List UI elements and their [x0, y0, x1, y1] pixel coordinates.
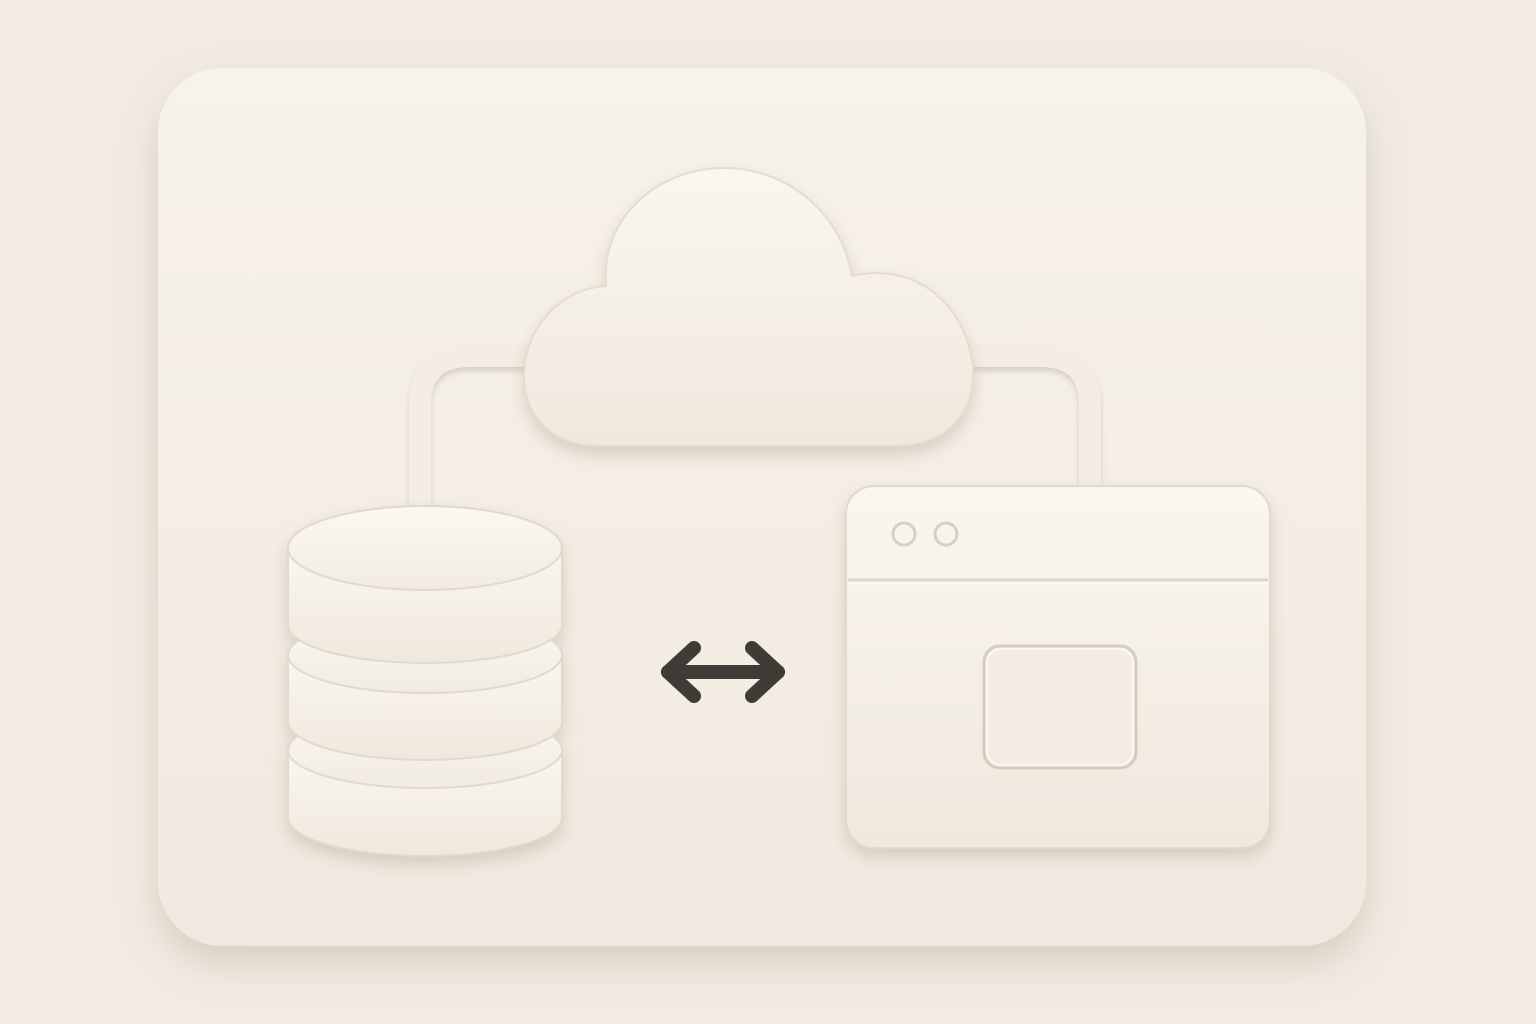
bidirectional-arrow-icon — [661, 641, 785, 703]
window-dot-1 — [891, 521, 917, 547]
connector-lines — [409, 345, 1101, 519]
browser-window-details — [848, 521, 1268, 770]
connector-database-cloud — [409, 345, 546, 519]
connector-cloud-app — [949, 345, 1101, 501]
cloud-icon — [522, 166, 975, 447]
window-dot-2 — [933, 521, 959, 547]
database-icon — [287, 505, 563, 857]
window-content-box — [982, 644, 1138, 770]
